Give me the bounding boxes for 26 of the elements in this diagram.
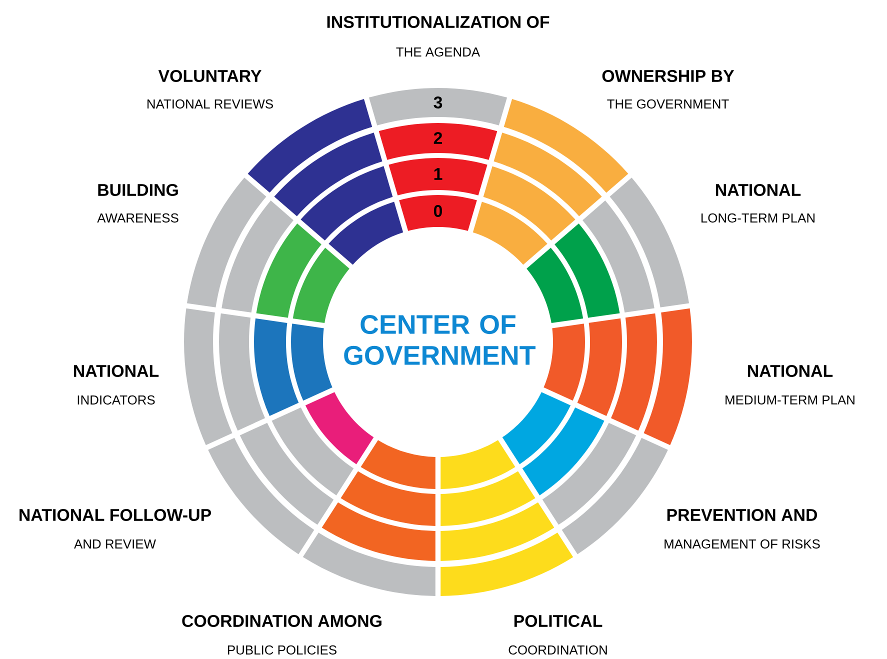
segment-subtitle: COORDINATION bbox=[508, 645, 607, 655]
segment-heading: BUILDING bbox=[98, 184, 178, 196]
segment-subtitle: AND REVIEW bbox=[74, 540, 156, 548]
segment-subtitle: INDICATORS bbox=[78, 395, 155, 405]
segment-subtitle: AWARENESS bbox=[97, 213, 178, 223]
segment-heading: NATIONAL bbox=[716, 184, 801, 196]
segment-heading: COORDINATION AMONG bbox=[182, 614, 382, 627]
segment-heading: OWNERSHIP BY bbox=[602, 70, 734, 82]
segment-subtitle: MANAGEMENT OF RISKS bbox=[664, 539, 820, 549]
ring-number: 2 bbox=[434, 132, 442, 144]
segment-heading: NATIONAL bbox=[748, 365, 833, 377]
segment-subtitle: THE AGENDA bbox=[396, 47, 480, 57]
ring-number: 1 bbox=[434, 168, 442, 180]
segment-subtitle: PUBLIC POLICIES bbox=[228, 645, 336, 655]
ring-number: 0 bbox=[434, 205, 442, 217]
center-title: CENTER OF GOVERNMENT bbox=[344, 315, 536, 365]
segment-heading: PREVENTION AND bbox=[667, 509, 818, 521]
segment-subtitle: MEDIUM-TERM PLAN bbox=[726, 395, 854, 404]
segment-subtitle: THE GOVERNMENT bbox=[607, 99, 729, 109]
segment-heading: NATIONAL FOLLOW-UP bbox=[20, 509, 212, 521]
segment-heading: INSTITUTIONALIZATION OF bbox=[327, 16, 550, 28]
segment-heading: POLITICAL bbox=[514, 614, 602, 627]
segment-heading: NATIONAL bbox=[74, 365, 159, 377]
segment-heading: VOLUNTARY bbox=[158, 70, 262, 82]
segment-subtitle: NATIONAL REVIEWS bbox=[148, 99, 273, 109]
segment-subtitle: LONG-TERM PLAN bbox=[702, 213, 814, 223]
